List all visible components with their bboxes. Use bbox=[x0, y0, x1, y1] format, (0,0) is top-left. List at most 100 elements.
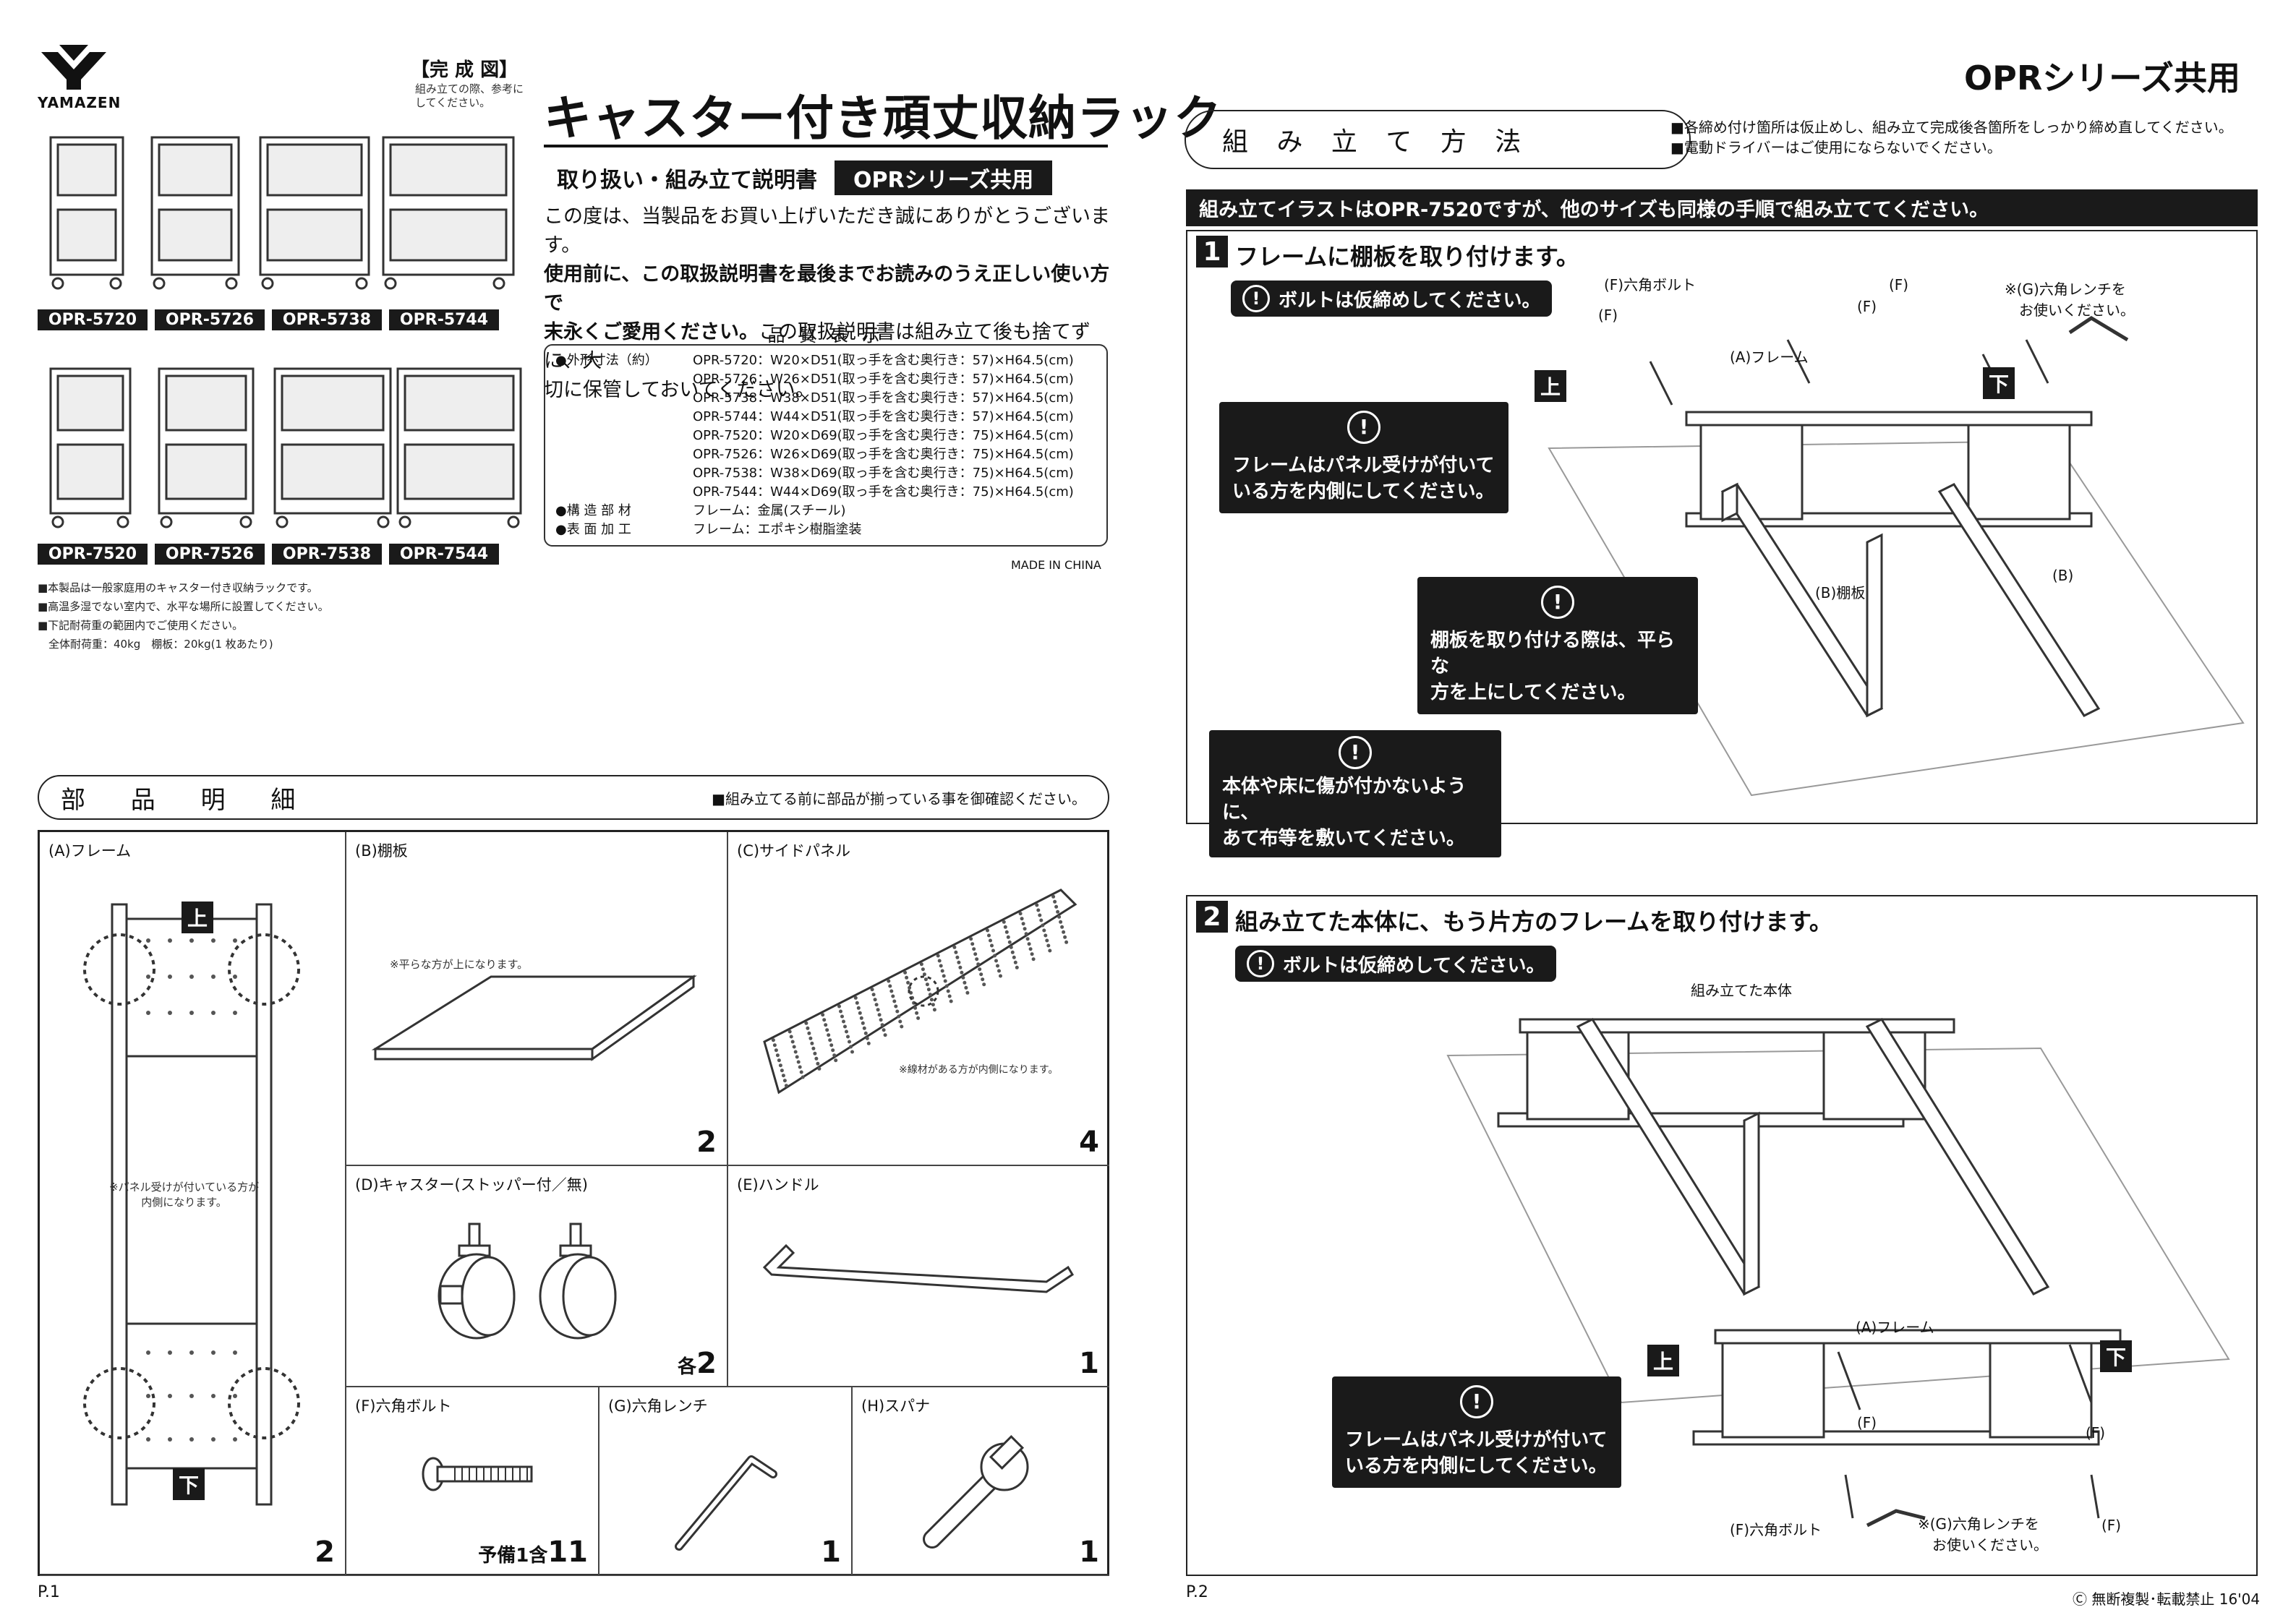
panel-hole bbox=[859, 1016, 863, 1020]
title-underline bbox=[544, 145, 1108, 147]
brand-name: YAMAZEN bbox=[38, 94, 121, 111]
page-number-2: P.2 bbox=[1186, 1583, 1208, 1601]
warning-shelf-orientation: ! 棚板を取り付ける際は、平らな 方を上にしてください。 bbox=[1417, 577, 1698, 714]
exclamation-icon: ! bbox=[1541, 586, 1574, 619]
panel-hole bbox=[975, 957, 979, 962]
subtitle-row: 取り扱い・組み立て説明書 OPRシリーズ共用 bbox=[557, 160, 1053, 195]
exclamation-icon: ! bbox=[1347, 411, 1380, 444]
panel-hole bbox=[903, 970, 908, 975]
part-g-label: (G)六角レンチ bbox=[608, 1397, 708, 1415]
panel-hole bbox=[822, 1018, 827, 1022]
panel-hole bbox=[1027, 942, 1031, 946]
panel-hole bbox=[887, 979, 891, 983]
panel-hole bbox=[825, 1028, 829, 1032]
quality-box: ●外形寸法（約）OPR-5720：W20×D51(取っ手を含む奥行き：57)×H… bbox=[544, 344, 1108, 547]
panel-hole bbox=[991, 948, 995, 953]
step-1-frame-label: (A)フレーム bbox=[1730, 348, 1809, 366]
panel-hole bbox=[1031, 957, 1036, 962]
panel-hole bbox=[842, 1019, 845, 1024]
panel-hole bbox=[862, 1026, 866, 1030]
exclamation-icon: ! bbox=[1247, 950, 1274, 977]
panel-hole bbox=[879, 1018, 883, 1022]
panel-hole bbox=[1057, 915, 1062, 919]
panel-hole bbox=[913, 1006, 918, 1010]
part-b-label: (B)棚板 bbox=[355, 842, 408, 860]
step-2-title: 組み立てた本体に、もう片方のフレームを取り付けます。 bbox=[1235, 908, 1832, 935]
rack-illustrations-row2 bbox=[49, 367, 522, 528]
panel-hole bbox=[964, 985, 968, 990]
panel-hole bbox=[932, 1008, 936, 1012]
panel-hole bbox=[780, 1069, 784, 1073]
panel-hole bbox=[1013, 960, 1017, 964]
panel-hole bbox=[1056, 909, 1060, 914]
panel-hole bbox=[1060, 925, 1064, 929]
part-a-label: (A)フレーム bbox=[48, 842, 132, 860]
panel-hole bbox=[898, 1019, 902, 1024]
panel-hole bbox=[782, 1079, 787, 1083]
panel-hole bbox=[1042, 928, 1046, 933]
series-header: OPRシリーズ共用 bbox=[1964, 59, 2240, 98]
panel-hole bbox=[895, 1009, 900, 1014]
panel-hole bbox=[955, 955, 960, 959]
step-1-f-label: (F) bbox=[1598, 307, 1618, 324]
panel-hole bbox=[929, 998, 934, 1002]
step-2-body-label: 組み立てた本体 bbox=[1691, 982, 1792, 999]
panel-hole bbox=[813, 1051, 817, 1055]
panel-hole bbox=[821, 1013, 825, 1017]
model-label: OPR-7544 bbox=[389, 544, 499, 565]
panel-hole bbox=[1009, 945, 1013, 949]
brand-logo: YAMAZEN bbox=[38, 45, 121, 117]
panel-hole bbox=[870, 988, 874, 992]
part-c-label: (C)サイドパネル bbox=[737, 842, 851, 860]
assembly-notes: ■各締め付け箇所は仮止めし、組み立て完成後各箇所をしっかり締め直してください。 … bbox=[1670, 119, 2233, 156]
panel-hole bbox=[1006, 935, 1010, 939]
handle-illustration bbox=[762, 1243, 1075, 1293]
panel-hole bbox=[981, 977, 985, 982]
panel-hole bbox=[1018, 912, 1023, 916]
panel-hole bbox=[888, 984, 892, 988]
panel-hole bbox=[900, 1024, 904, 1029]
panel-hole bbox=[814, 1056, 819, 1061]
panel-hole bbox=[784, 1084, 788, 1088]
panel-hole bbox=[999, 974, 1002, 978]
part-e-label: (E)ハンドル bbox=[737, 1176, 819, 1194]
panel-hole bbox=[799, 1070, 803, 1074]
panel-hole bbox=[952, 945, 957, 949]
panel-hole bbox=[790, 1040, 795, 1044]
panel-hole bbox=[922, 972, 926, 977]
part-h-cell: (H)スパナ 1 bbox=[853, 1387, 1109, 1576]
panel-hole bbox=[1044, 933, 1048, 938]
panel-hole bbox=[798, 1065, 802, 1069]
panel-hole bbox=[1004, 930, 1009, 934]
panel-hole bbox=[817, 1066, 821, 1071]
panel-hole bbox=[806, 1026, 810, 1030]
part-e-cell: (E)ハンドル 1 bbox=[728, 1166, 1109, 1387]
panel-hole bbox=[961, 975, 965, 980]
warning-floor-protection: ! 本体や床に傷が付かないように、 あて布等を敷いてください。 bbox=[1209, 730, 1501, 857]
yamazen-mark-icon bbox=[41, 45, 106, 90]
model-label: OPR-5720 bbox=[38, 309, 148, 330]
panel-hole bbox=[1024, 932, 1028, 936]
panel-hole bbox=[954, 950, 958, 954]
panel-hole bbox=[795, 1055, 799, 1059]
step-2-bolt-note: ! ボルトは仮締めしてください。 bbox=[1235, 946, 1557, 982]
hex-bolt-illustration bbox=[422, 1457, 533, 1491]
panel-hole bbox=[1002, 920, 1006, 924]
down-marker: 下 bbox=[2100, 1340, 2132, 1372]
panel-hole bbox=[1059, 920, 1063, 924]
model-label: OPR-7520 bbox=[38, 544, 148, 565]
model-labels-row1: OPR-5720 OPR-5726 OPR-5738 OPR-5744 bbox=[38, 309, 499, 330]
panel-hole bbox=[871, 993, 876, 997]
panel-hole bbox=[937, 959, 942, 963]
panel-hole bbox=[840, 1014, 844, 1019]
panel-hole bbox=[1038, 913, 1042, 917]
panel-hole bbox=[1048, 948, 1052, 953]
part-g-qty: 1 bbox=[821, 1536, 841, 1569]
panel-hole bbox=[982, 982, 986, 987]
warning-frame-orientation: ! フレームはパネル受けが付いて いる方を内側にしてください。 bbox=[1219, 402, 1508, 513]
step-2-diagram bbox=[1446, 1018, 2230, 1528]
panel-hole bbox=[979, 972, 983, 977]
hex-wrench-illustration bbox=[675, 1455, 777, 1551]
panel-hole bbox=[892, 999, 897, 1003]
parts-section-header: 部 品 明 細 ■組み立てる前に部品が揃っている事を御確認ください。 bbox=[38, 775, 1109, 820]
